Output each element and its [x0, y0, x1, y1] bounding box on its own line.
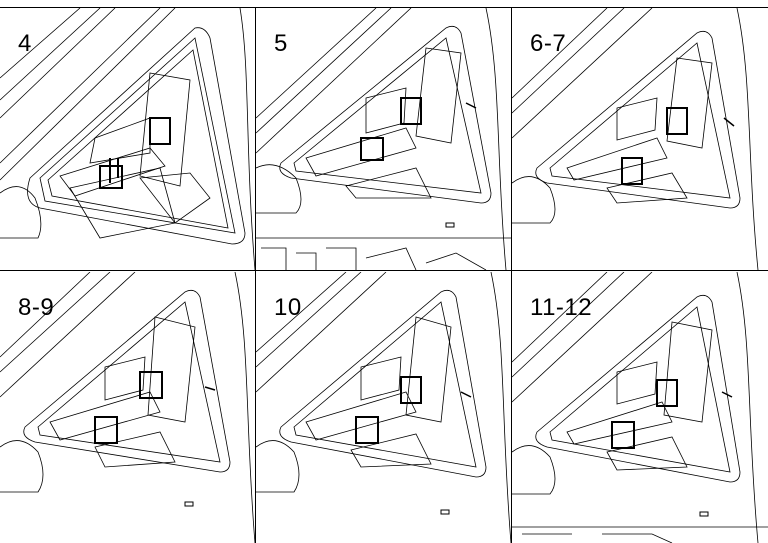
panel-floor-4: 4	[0, 8, 255, 270]
grid-vertical-divider-2	[511, 7, 512, 543]
panel-label: 5	[274, 30, 288, 57]
panel-label: 11-12	[530, 294, 593, 321]
panel-label: 8-9	[18, 294, 55, 321]
site-plan-drawing	[512, 8, 759, 270]
site-plan-drawing	[256, 8, 511, 270]
panel-floor-6-7: 6-7	[512, 8, 768, 270]
site-plan-drawing	[512, 272, 768, 543]
panel-floor-8-9: 8-9	[0, 272, 255, 543]
grid-horizontal-divider	[0, 270, 768, 271]
site-plan-drawing	[0, 272, 255, 543]
panel-label: 6-7	[530, 30, 567, 57]
grid-vertical-divider-1	[255, 7, 256, 543]
panel-floor-11-12: 11-12	[512, 272, 768, 543]
grid-top-border	[0, 7, 768, 8]
panel-floor-5: 5	[256, 8, 511, 270]
site-plan-drawing	[0, 8, 255, 270]
panel-floor-10: 10	[256, 272, 511, 543]
panel-label: 10	[274, 294, 302, 321]
panel-label: 4	[18, 30, 32, 57]
site-plan-drawing	[256, 272, 511, 543]
